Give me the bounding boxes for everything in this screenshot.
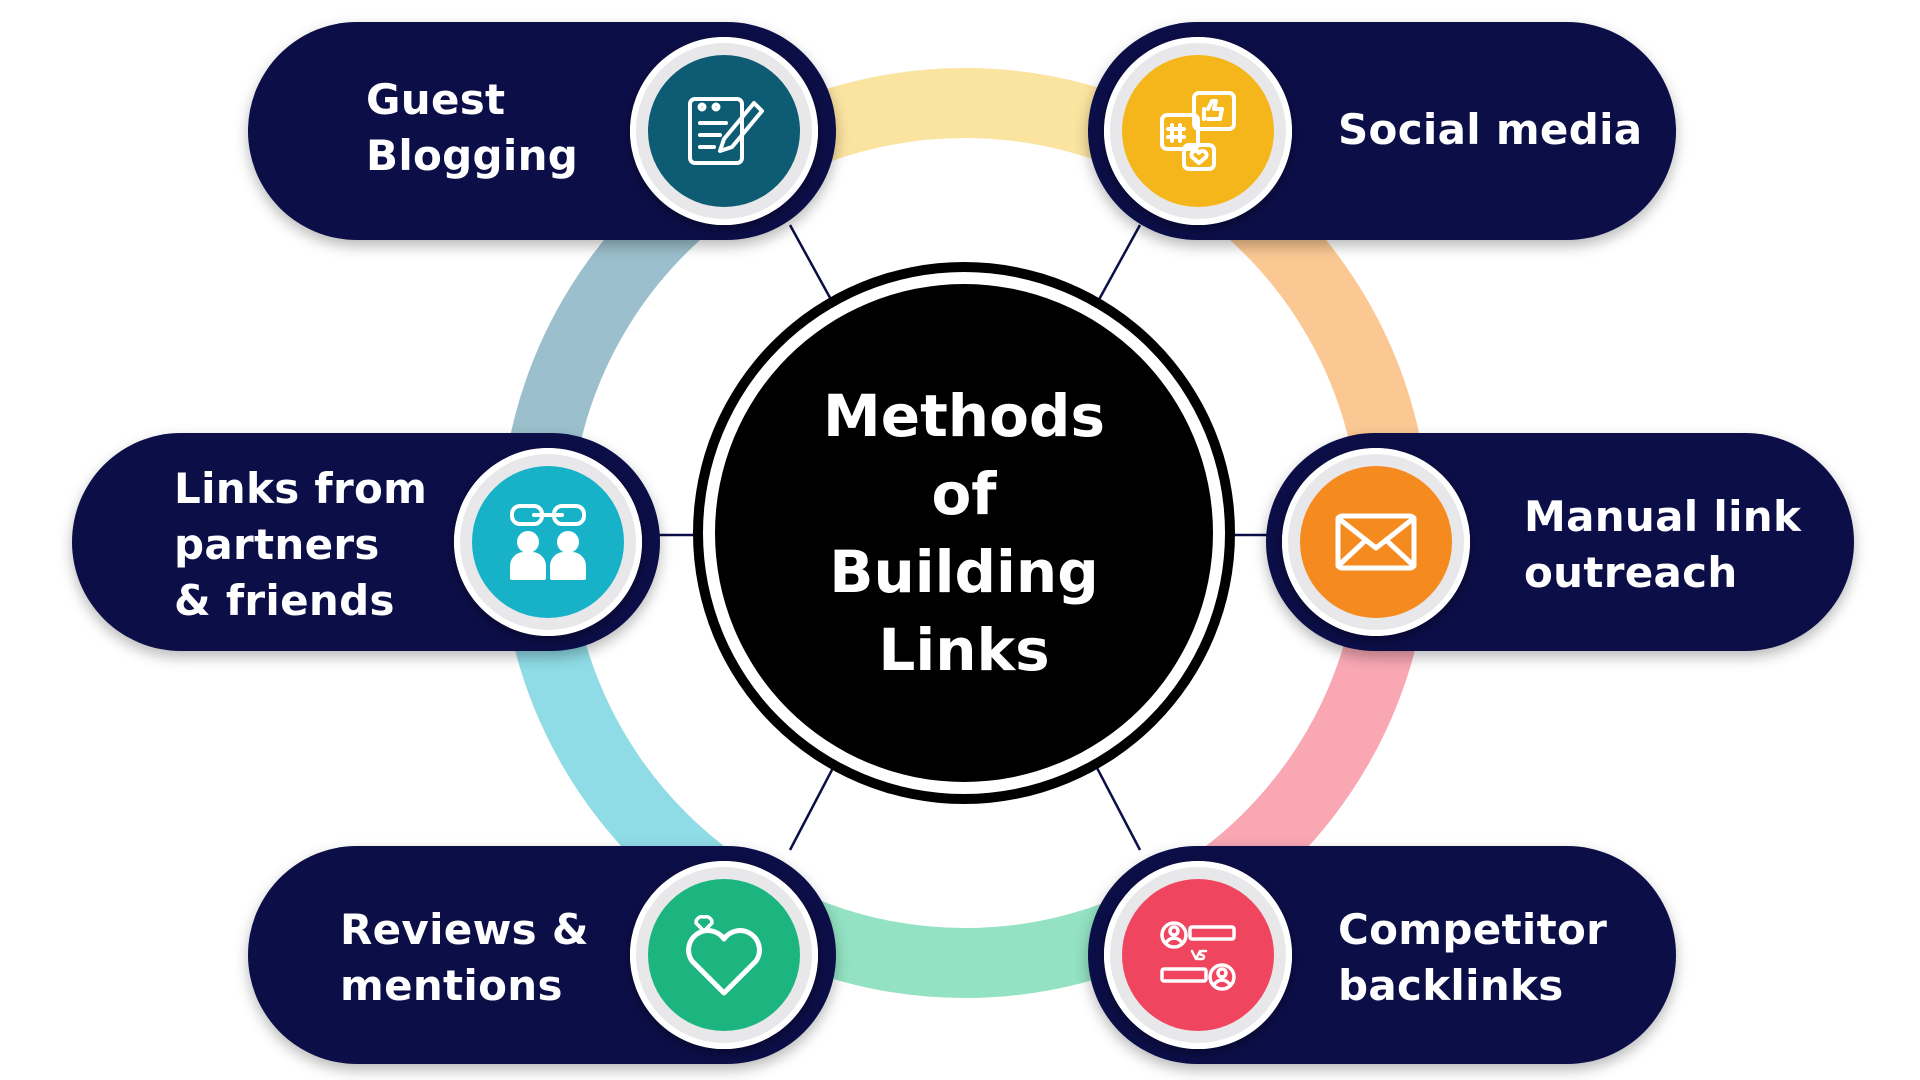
envelope-icon (1300, 466, 1452, 618)
method-label: Reviews & mentions (340, 905, 589, 1010)
method-icon-badge (1282, 448, 1470, 636)
method-icon-badge (630, 861, 818, 1049)
method-icon-badge (454, 448, 642, 636)
method-label: Competitor backlinks (1338, 905, 1608, 1010)
method-icon-badge (630, 37, 818, 225)
method-social-media: Social media (1088, 22, 1676, 240)
method-competitor-backlinks: Competitor backlinks (1088, 846, 1676, 1064)
social-media-icon (1122, 55, 1274, 207)
method-label: Manual link outreach (1524, 492, 1802, 597)
method-label: Guest Blogging (366, 75, 579, 180)
hearts-icon (648, 879, 800, 1031)
method-label: Social media (1338, 105, 1643, 154)
method-label: Links from partners & friends (174, 464, 428, 625)
method-reviews-mentions: Reviews & mentions (248, 846, 836, 1064)
notepad-pen-icon (648, 55, 800, 207)
method-manual-link-outreach: Manual link outreach (1266, 433, 1854, 651)
linked-partners-icon (472, 466, 624, 618)
method-guest-blogging: Guest Blogging (248, 22, 836, 240)
method-links-from-partners: Links from partners & friends (72, 433, 660, 651)
center-hub: Methods of Building Links (693, 262, 1235, 804)
versus-profiles-icon (1122, 879, 1274, 1031)
center-title: Methods of Building Links (823, 382, 1105, 684)
method-icon-badge (1104, 37, 1292, 225)
method-icon-badge (1104, 861, 1292, 1049)
